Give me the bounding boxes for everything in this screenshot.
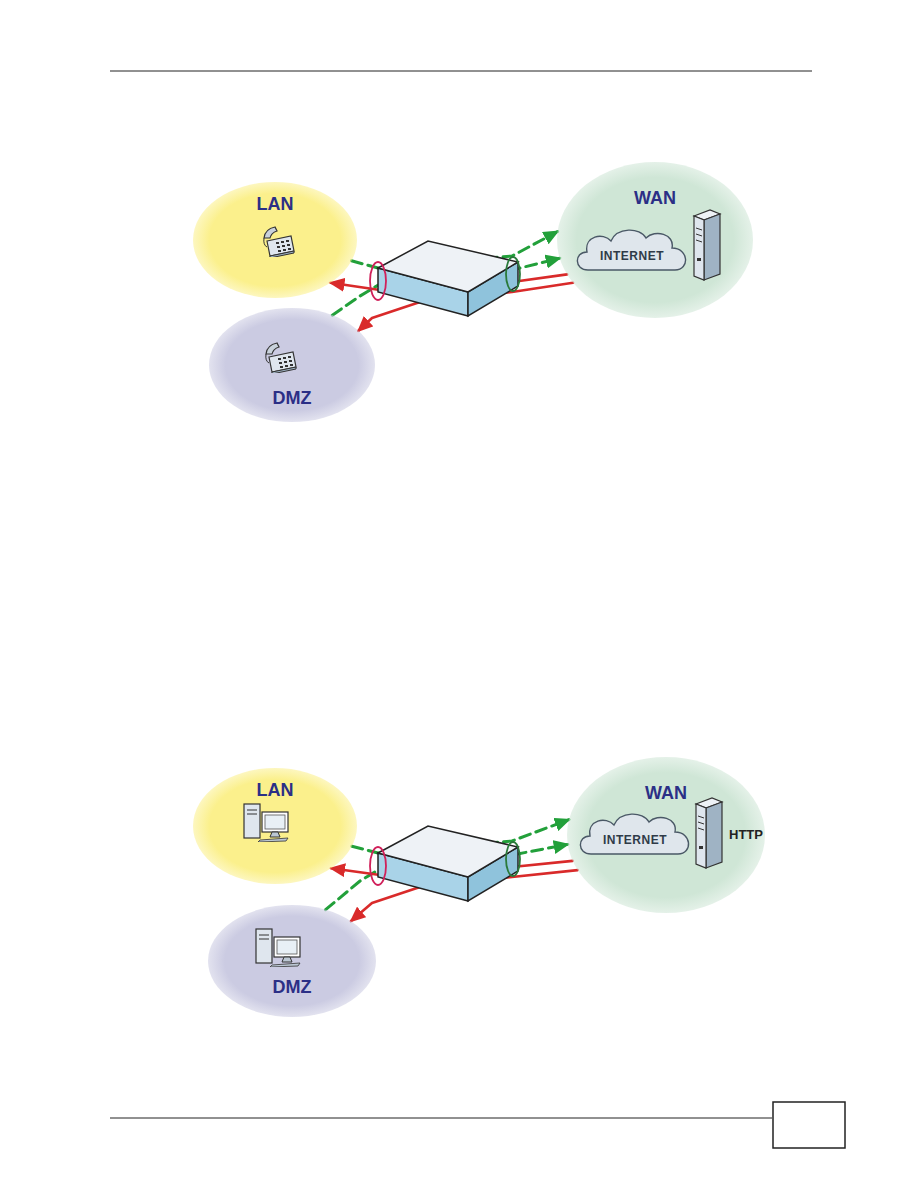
network-zone: LAN	[193, 768, 357, 884]
network-zone: DMZ	[209, 308, 375, 422]
zone-label: LAN	[257, 194, 294, 215]
zone-label: WAN	[634, 188, 676, 209]
page-number-box	[773, 1102, 845, 1148]
network-zone: WAN INTERNET	[557, 162, 753, 318]
network-zone: DMZ	[208, 905, 376, 1017]
service-label: HTTP	[729, 827, 763, 842]
zone-label: DMZ	[273, 388, 312, 409]
router-device	[370, 241, 520, 316]
footer-rule	[110, 1118, 772, 1119]
internet-cloud: INTERNET	[575, 808, 695, 860]
server-icon	[692, 796, 724, 870]
router-device	[370, 826, 520, 901]
phone-icon	[264, 341, 298, 373]
pc-icon	[254, 925, 302, 967]
cloud-label: INTERNET	[603, 833, 667, 847]
server-icon	[690, 208, 722, 282]
pc-icon	[242, 800, 290, 842]
network-zone: LAN	[193, 182, 357, 298]
zone-label: LAN	[257, 780, 294, 801]
internet-cloud: INTERNET	[572, 224, 692, 276]
zone-label: DMZ	[273, 977, 312, 998]
zone-label: WAN	[645, 783, 687, 804]
cloud-label: INTERNET	[600, 249, 664, 263]
header-rule	[110, 71, 812, 72]
phone-icon	[262, 225, 296, 257]
